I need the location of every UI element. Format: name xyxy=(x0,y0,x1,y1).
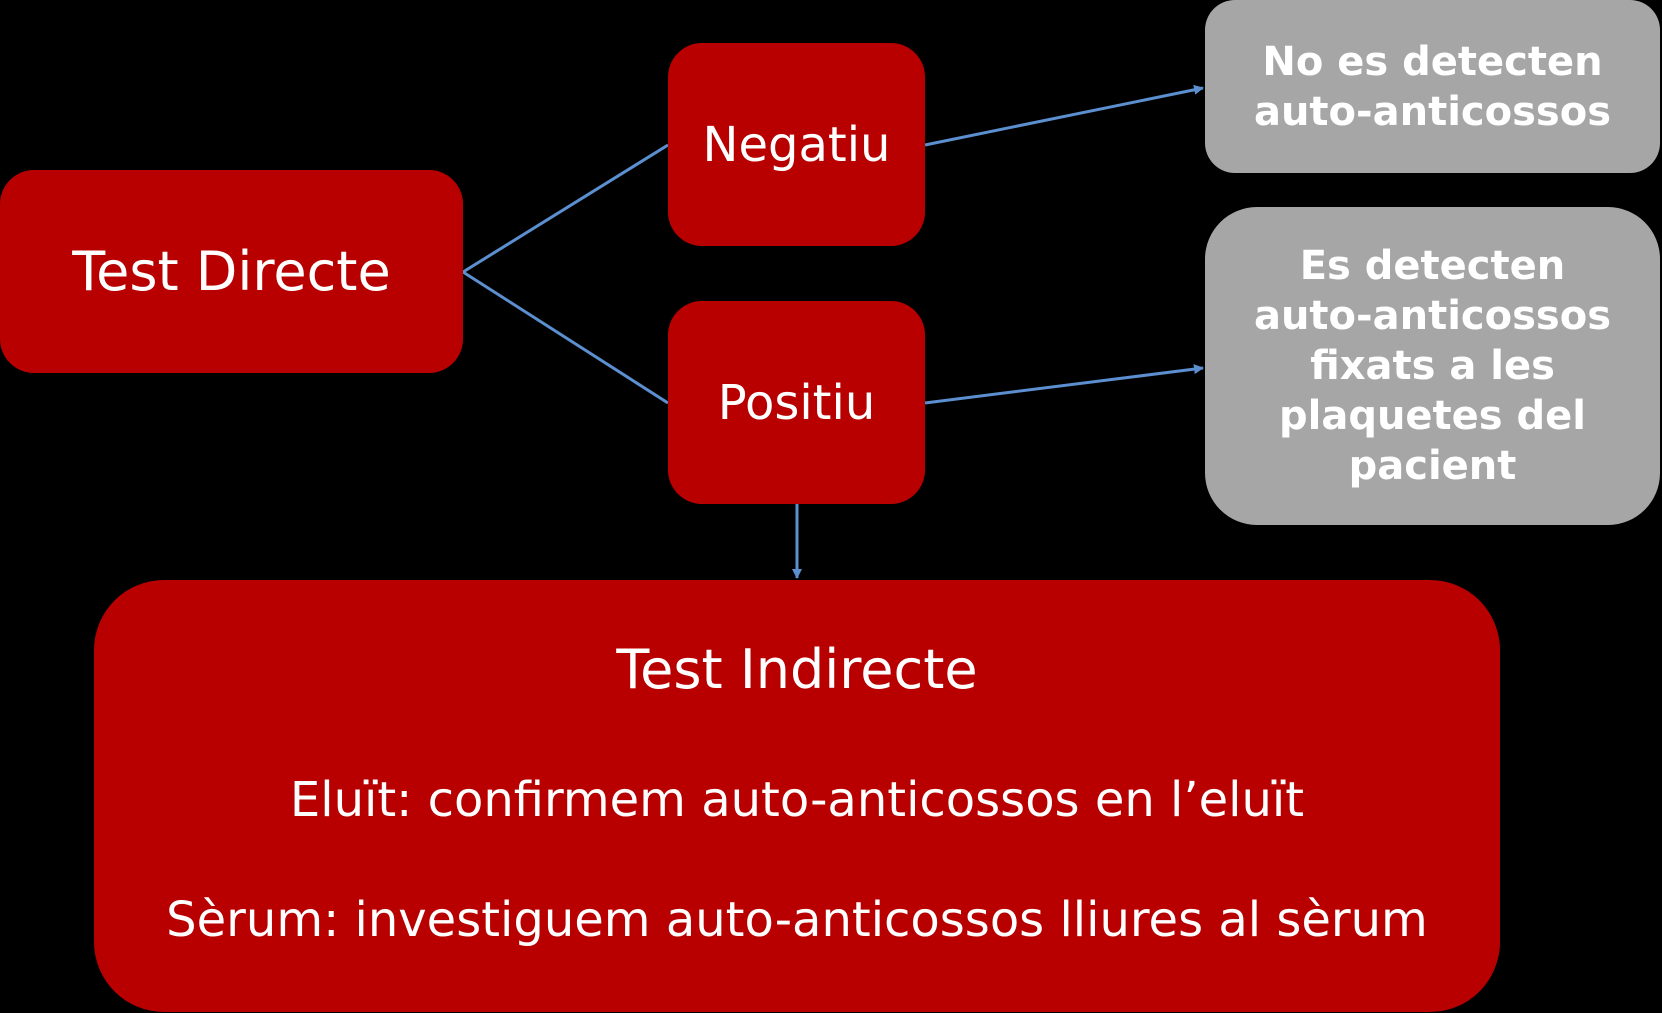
connector-directe-to-positiu xyxy=(462,270,669,405)
es-detecten-box: Es detecten auto-anticossos fixats a les… xyxy=(1205,207,1660,525)
es-detecten-line-4: plaquetes del xyxy=(1278,393,1587,439)
test-directe-label: Test Directe xyxy=(72,240,391,303)
positiu-box: Positiu xyxy=(668,301,925,504)
es-detecten-line-1: Es detecten xyxy=(1299,243,1566,289)
connector-directe-to-negatiu xyxy=(462,143,669,274)
es-detecten-line-2: auto-anticossos xyxy=(1253,293,1612,339)
test-directe-box: Test Directe xyxy=(0,170,463,373)
test-indirecte-box: Test Indirecte Eluït: confirmem auto-ant… xyxy=(94,580,1500,1012)
test-indirecte-eluit: Eluït: confirmem auto-anticossos en l’el… xyxy=(289,772,1305,828)
arrow-positiu-to-es-detecten xyxy=(924,364,1204,405)
test-indirecte-title: Test Indirecte xyxy=(616,638,978,701)
negatiu-box: Negatiu xyxy=(668,43,925,246)
es-detecten-line-3: fixats a les xyxy=(1310,343,1555,389)
negatiu-label: Negatiu xyxy=(702,116,891,173)
no-detecten-line-2: auto-anticossos xyxy=(1253,88,1612,135)
arrow-negatiu-to-no-detecten xyxy=(924,84,1204,147)
positiu-label: Positiu xyxy=(717,374,876,431)
es-detecten-line-5: pacient xyxy=(1348,443,1517,489)
no-detecten-line-1: No es detecten xyxy=(1262,38,1603,85)
no-detecten-box: No es detecten auto-anticossos xyxy=(1205,0,1660,173)
test-indirecte-serum: Sèrum: investiguem auto-anticossos lliur… xyxy=(166,892,1428,948)
